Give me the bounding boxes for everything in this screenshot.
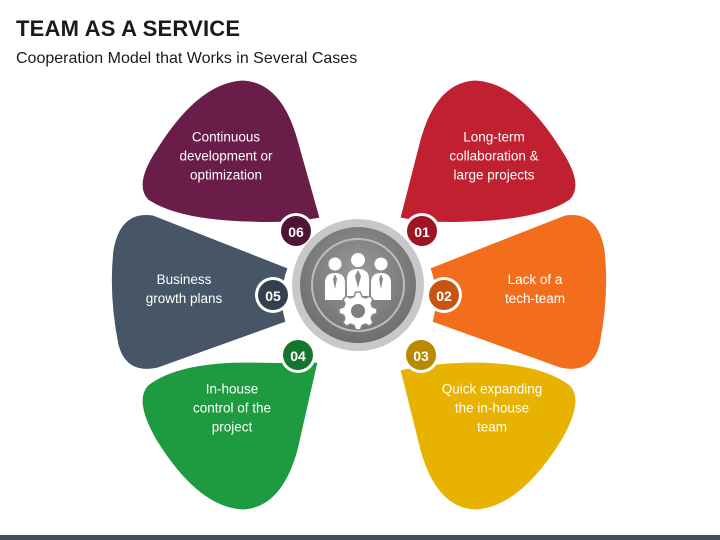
item-label-line: growth plans — [146, 291, 223, 306]
item-label-line: collaboration & — [449, 149, 538, 164]
item-02: Lack of a tech-team 02 — [426, 213, 608, 370]
item-label-line: control of the — [193, 401, 271, 416]
item-06: Continuous development or optimization 06 — [141, 79, 321, 249]
badge-number: 02 — [436, 288, 452, 304]
badge-number: 06 — [288, 224, 304, 240]
petal-shape — [429, 213, 608, 370]
item-03: Quick expanding the in-house team 03 — [399, 337, 577, 511]
badge-number: 01 — [414, 224, 430, 240]
number-badge — [281, 216, 311, 246]
center-inner-ring — [311, 238, 405, 332]
item-05: Business growth plans 05 — [110, 213, 291, 370]
center-hub — [292, 219, 424, 351]
badge-number: 04 — [290, 348, 306, 364]
item-label-line: the in-house — [455, 401, 529, 416]
footer-bar — [0, 535, 720, 540]
petal-shape — [399, 361, 577, 511]
item-01: Long-term collaboration & large projects 01 — [399, 79, 577, 249]
item-label-line: development or — [179, 149, 273, 164]
number-badge — [283, 340, 313, 370]
number-badge — [258, 280, 288, 310]
number-badge — [429, 280, 459, 310]
item-label-line: project — [212, 420, 253, 435]
petal-shape — [399, 79, 577, 223]
item-label-line: Quick expanding — [442, 382, 543, 397]
item-label-line: optimization — [190, 168, 262, 183]
petal-shape — [141, 361, 319, 511]
petal-shape — [110, 213, 289, 370]
team-gear-icon — [325, 253, 391, 331]
page-subtitle: Cooperation Model that Works in Several … — [16, 50, 358, 67]
item-label-line: In-house — [206, 382, 259, 397]
item-label-line: Business — [157, 272, 212, 287]
petal-shape — [141, 79, 321, 223]
item-label-line: tech-team — [505, 291, 565, 306]
item-label-line: large projects — [453, 168, 534, 183]
item-label-line: Lack of a — [508, 272, 563, 287]
badge-number: 03 — [413, 348, 429, 364]
item-04: In-house control of the project 04 — [141, 337, 319, 511]
badge-number: 05 — [265, 288, 281, 304]
number-badge — [407, 216, 437, 246]
item-label-line: team — [477, 420, 507, 435]
gear-hole — [351, 304, 365, 318]
item-label-line: Long-term — [463, 130, 525, 145]
number-badge — [406, 340, 436, 370]
page-title: TEAM AS A SERVICE — [16, 16, 241, 41]
item-label-line: Continuous — [192, 130, 261, 145]
